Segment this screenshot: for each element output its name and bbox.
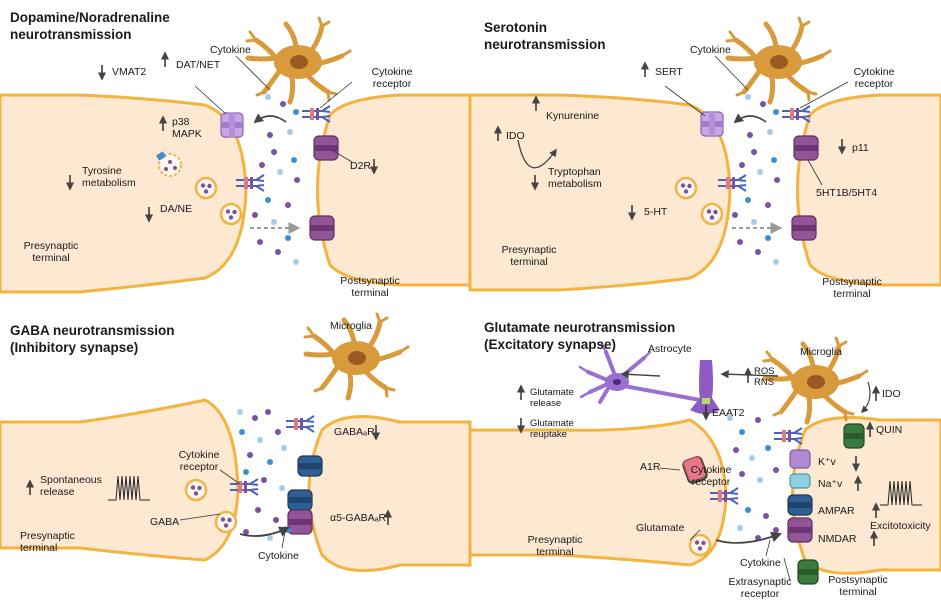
ser-5ht-label: 5-HT xyxy=(644,206,668,218)
glu-glutamate-label: Glutamate xyxy=(636,522,685,534)
glu-nav-label: Na⁺v xyxy=(818,478,843,490)
da-dane-label: DA/NE xyxy=(160,203,193,215)
gaba-title-line1: GABA neurotransmission xyxy=(10,323,175,338)
ser-5ht1b-label: 5HT1B/5HT4 xyxy=(816,187,878,199)
da-title-line1: Dopamine/Noradrenaline xyxy=(10,10,170,25)
panel-gaba xyxy=(0,314,472,573)
astrocyte-cell xyxy=(578,342,720,414)
gaba-cytokine-label: Cytokine xyxy=(258,550,299,562)
glu-astrocyte-label: Astrocyte xyxy=(648,343,692,355)
gaba-gabaar-label: GABAₐR xyxy=(334,426,375,438)
panel-dopamine xyxy=(0,18,472,294)
glu-microglia-label: Microglia xyxy=(800,346,843,358)
glu-quin-label: QUIN xyxy=(876,424,903,436)
glu-cytokine-label: Cytokine xyxy=(740,557,781,569)
glu-kv-label: K⁺v xyxy=(818,456,836,468)
da-vmat2-label: VMAT2 xyxy=(112,66,147,78)
ser-title-line2: neurotransmission xyxy=(484,37,606,52)
ser-sert-label: SERT xyxy=(655,66,683,78)
panel-serotonin xyxy=(468,18,941,292)
panel-glutamate xyxy=(468,338,941,585)
glu-eaat2-label: EAAT2 xyxy=(712,407,745,419)
ser-kynurenine-label: Kynurenine xyxy=(546,110,600,122)
da-dat-net-label: DAT/NET xyxy=(176,59,221,71)
ser-p11-label: p11 xyxy=(852,142,869,154)
ser-ido-label: IDO xyxy=(506,130,525,142)
da-title-line2: neurotransmission xyxy=(10,27,132,42)
glu-a1r-label: A1R xyxy=(640,461,661,473)
gaba-title-line2: (Inhibitory synapse) xyxy=(10,340,139,355)
da-cytokine-label: Cytokine xyxy=(210,44,251,56)
glu-title-line2: (Excitatory synapse) xyxy=(484,337,617,352)
da-d2r-label: D2R xyxy=(350,160,372,172)
glu-ido-label: IDO xyxy=(882,388,901,400)
glu-nmdar-label: NMDAR xyxy=(818,533,857,545)
gaba-gaba-label: GABA xyxy=(150,516,180,528)
ser-cytokine-label: Cytokine xyxy=(690,44,731,56)
gaba-microglia-label: Microglia xyxy=(330,320,373,332)
glu-excitotoxicity-label: Excitotoxicity xyxy=(870,520,931,532)
glu-title-line1: Glutamate neurotransmission xyxy=(484,320,676,335)
ser-title-line1: Serotonin xyxy=(484,20,547,35)
glu-ampar-label: AMPAR xyxy=(818,505,855,517)
gaba-a5-gabaar-label: α5-GABAₐR xyxy=(330,512,387,524)
